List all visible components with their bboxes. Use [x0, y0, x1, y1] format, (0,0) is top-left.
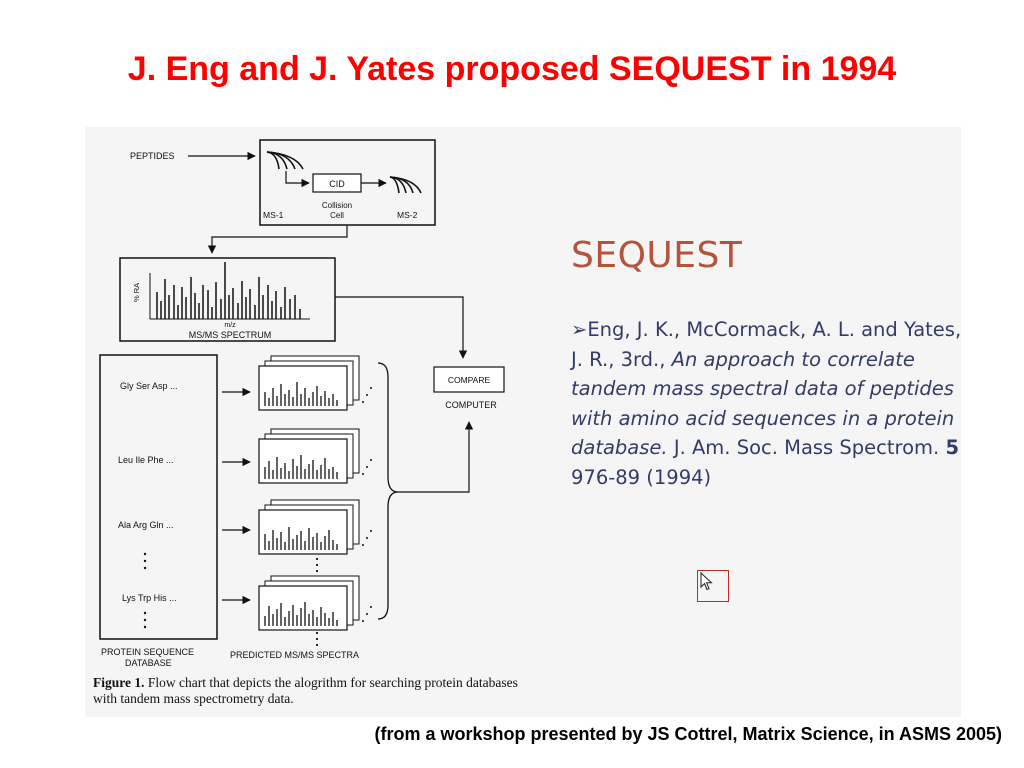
reference-authors: Eng, J. K., McCormack, A. L. and Yates, …: [571, 318, 962, 371]
caption-number: Figure 1.: [93, 675, 145, 690]
predicted-spectra-stack-2: [258, 428, 360, 484]
database-box: [99, 354, 218, 640]
to-compare-arrow: [398, 421, 474, 493]
slide-title: J. Eng and J. Yates proposed SEQUEST in …: [127, 50, 897, 88]
collision-label-1: Collision: [322, 201, 352, 210]
reference-pages: 976-89: [571, 465, 641, 489]
database-label-2: DATABASE: [125, 658, 172, 668]
cid-label: CID: [329, 179, 345, 189]
cursor-highlight-box: [697, 570, 729, 602]
sequence-1: Gly Ser Asp ...: [120, 381, 178, 391]
reference-journal: J. Am. Soc. Mass Spectrom.: [673, 436, 940, 459]
collision-label-2: Cell: [330, 211, 344, 220]
footer-source-note: (from a workshop presented by JS Cottrel…: [374, 724, 1002, 744]
compare-box: [433, 366, 505, 393]
computer-label: COMPUTER: [445, 400, 497, 410]
reference-article-title: An approach to correlate tandem mass spe…: [571, 347, 955, 460]
mz-axis-label: m/z: [224, 322, 236, 329]
flowchart-diagram: CID Collision Cell MS-1 MS-2 PEPTIDES: [99, 139, 505, 668]
sequence-4: Lys Trp His ...: [122, 593, 177, 603]
figure-panel: CID Collision Cell MS-1 MS-2 PEPTIDES: [85, 127, 961, 717]
ms2-fan-icon: [389, 176, 422, 194]
ms1-fan-icon: [266, 151, 304, 170]
reference-title: SEQUEST: [571, 235, 743, 276]
ms2-label: MS-2: [397, 210, 418, 220]
reference-citation: ➢Eng, J. K., McCormack, A. L. and Yates,…: [571, 315, 966, 492]
predicted-spectra-stack-1: [258, 355, 360, 411]
spectrum-label: MS/MS SPECTRUM: [189, 330, 272, 340]
mouse-cursor-icon: [700, 572, 713, 591]
compare-label: COMPARE: [448, 375, 491, 385]
database-label-1: PROTEIN SEQUENCE: [101, 647, 194, 657]
bullet-arrow-icon: ➢: [571, 318, 588, 341]
sequence-3: Ala Arg Gln ...: [118, 520, 174, 530]
ms1-label: MS-1: [263, 210, 284, 220]
predicted-spectra-stack-4: [258, 575, 360, 631]
predicted-label: PREDICTED MS/MS SPECTRA: [230, 650, 359, 660]
to-spectrum-arrow: [207, 225, 348, 254]
reference-volume: 5: [945, 436, 960, 459]
figure-caption: Figure 1. Flow chart that depicts the al…: [93, 675, 533, 707]
sequence-2: Leu Ile Phe ...: [118, 455, 174, 465]
ra-axis-label: % RA: [132, 283, 141, 302]
predicted-spectra-stack-3: [258, 499, 360, 555]
spectrum-to-compare-arrow: [335, 296, 468, 359]
reference-year: (1994): [646, 465, 712, 489]
msms-spectrum-box: % RA m/z MS/MS SPECTRUM: [119, 257, 336, 342]
bracket: [377, 362, 399, 620]
caption-text: Flow chart that depicts the alogrithm fo…: [93, 675, 518, 706]
peptides-label: PEPTIDES: [130, 151, 175, 161]
ms-instrument-box: CID Collision Cell MS-1 MS-2: [259, 139, 436, 226]
